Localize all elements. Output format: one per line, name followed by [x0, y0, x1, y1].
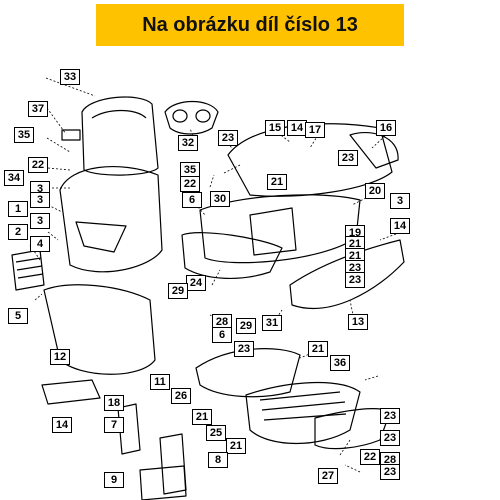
headlight-part — [75, 221, 127, 253]
lower-cover-part — [195, 348, 301, 398]
callout-25: 25 — [206, 425, 226, 441]
callout-3: 3 — [30, 192, 50, 208]
title-text: Na obrázku díl číslo 13 — [142, 13, 358, 36]
callout-23: 23 — [345, 272, 365, 288]
mudflap-part — [159, 433, 187, 495]
callout-30: 30 — [210, 191, 230, 207]
callout-6: 6 — [212, 327, 232, 343]
rear-body-part — [227, 123, 393, 197]
callout-26: 26 — [171, 388, 191, 404]
callout-14: 14 — [390, 218, 410, 234]
callout-29: 29 — [236, 318, 256, 334]
callout-17: 17 — [305, 122, 325, 138]
callout-20: 20 — [365, 183, 385, 199]
callout-23: 23 — [380, 464, 400, 480]
callout-13: 13 — [348, 314, 368, 330]
front-fairing-part — [59, 165, 163, 273]
title-banner: Na obrázku díl číslo 13 — [96, 4, 404, 46]
grille-lines — [15, 257, 44, 279]
callout-23: 23 — [380, 408, 400, 424]
storage-divider — [249, 207, 297, 256]
callout-16: 16 — [376, 120, 396, 136]
speedometer-panel — [164, 101, 219, 135]
callout-8: 8 — [208, 452, 228, 468]
callout-33: 33 — [60, 69, 80, 85]
callout-32: 32 — [178, 135, 198, 151]
glovebox-part — [139, 465, 187, 500]
callout-11: 11 — [150, 374, 170, 390]
callout-22: 22 — [180, 176, 200, 192]
callout-23: 23 — [338, 150, 358, 166]
callout-31: 31 — [262, 315, 282, 331]
callout-22: 22 — [28, 157, 48, 173]
callout-37: 37 — [28, 101, 48, 117]
bracket-part — [41, 379, 101, 405]
callout-35: 35 — [14, 127, 34, 143]
callout-5: 5 — [8, 308, 28, 324]
callout-6: 6 — [182, 192, 202, 208]
callout-36: 36 — [330, 355, 350, 371]
callout-23: 23 — [218, 130, 238, 146]
callout-29: 29 — [168, 283, 188, 299]
front-lower-panel — [43, 284, 156, 375]
callout-12: 12 — [50, 349, 70, 365]
callout-24: 24 — [186, 275, 206, 291]
callout-35: 35 — [180, 162, 200, 178]
floor-panel — [181, 232, 283, 279]
callout-21: 21 — [192, 409, 212, 425]
callout-18: 18 — [104, 395, 124, 411]
callout-23: 23 — [234, 341, 254, 357]
guard-part — [117, 403, 141, 455]
callout-21: 21 — [226, 438, 246, 454]
callout-2: 2 — [8, 224, 28, 240]
callout-15: 15 — [265, 120, 285, 136]
rpm-dial — [195, 109, 211, 123]
callout-3: 3 — [30, 213, 50, 229]
callout-21: 21 — [308, 341, 328, 357]
speedo-dial — [172, 109, 188, 123]
callout-27: 27 — [318, 468, 338, 484]
footboard-ribs — [259, 391, 347, 421]
windshield-part — [81, 96, 159, 176]
callout-1: 1 — [8, 201, 28, 217]
callout-14: 14 — [52, 417, 72, 433]
callout-34: 34 — [4, 170, 24, 186]
callout-14: 14 — [287, 120, 307, 136]
tail-light-part — [349, 131, 399, 169]
side-panel-part — [289, 239, 405, 310]
clip-part — [61, 129, 81, 141]
callout-28: 28 — [212, 314, 232, 330]
callout-3: 3 — [390, 193, 410, 209]
callout-23: 23 — [380, 430, 400, 446]
side-skirt-part — [314, 408, 391, 450]
windshield-inner — [91, 109, 147, 119]
callout-9: 9 — [104, 472, 124, 488]
footboard-part — [245, 381, 361, 444]
callout-22: 22 — [360, 449, 380, 465]
callout-7: 7 — [104, 417, 124, 433]
callout-21: 21 — [267, 174, 287, 190]
callout-4: 4 — [30, 236, 50, 252]
grille-part — [11, 249, 45, 291]
